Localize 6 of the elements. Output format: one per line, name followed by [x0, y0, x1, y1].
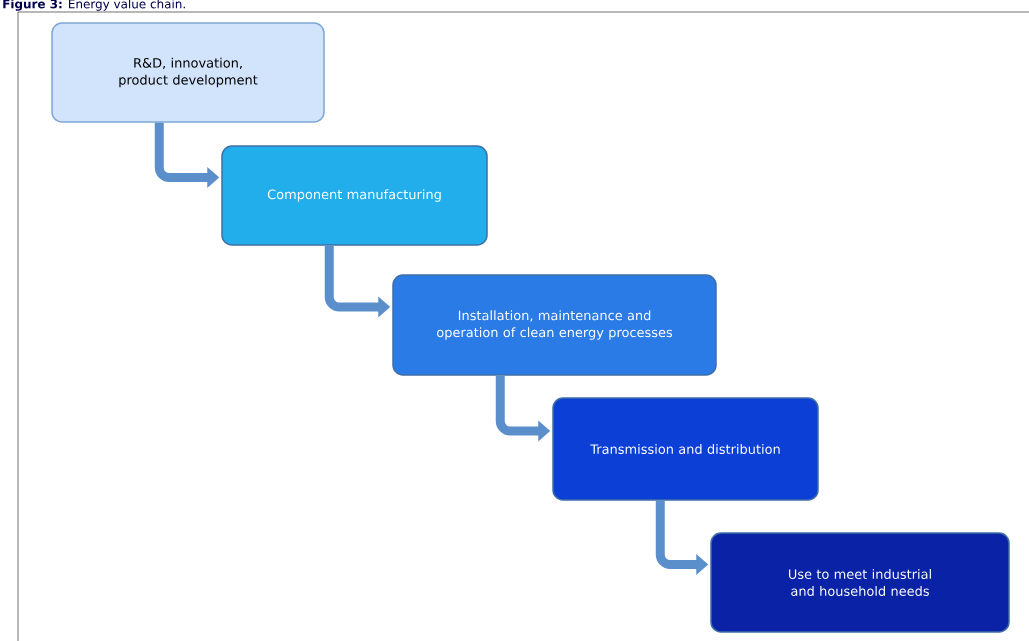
process-box: Component manufacturing — [221, 145, 488, 246]
figure-title: Figure 3: Energy value chain. — [3, 0, 185, 11]
process-box: Use to meet industrial and household needs — [710, 532, 1010, 633]
process-box: R&D, innovation, product development — [51, 22, 325, 123]
process-box: Installation, maintenance and operation of clean energy processes — [392, 274, 717, 376]
process-box: Transmission and distribution — [552, 397, 819, 501]
